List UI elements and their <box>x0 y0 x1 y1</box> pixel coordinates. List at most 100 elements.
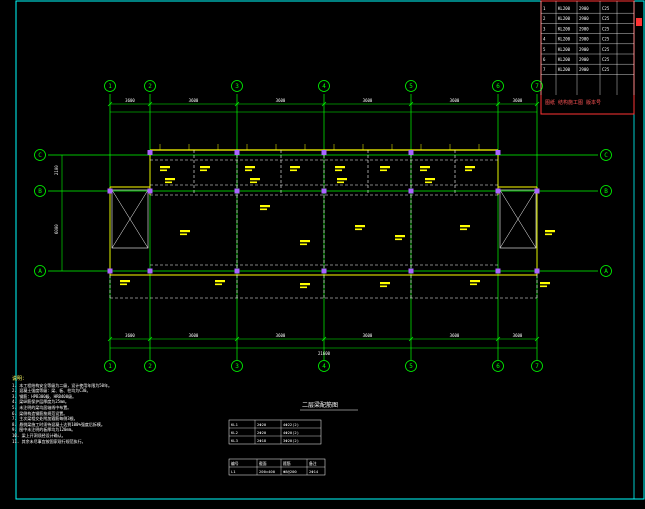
beam-annotation <box>245 166 255 169</box>
stair-well <box>499 189 537 249</box>
titleblock-stamp: 图纸 结构施工图 版本号 <box>545 100 602 106</box>
beam-annotation <box>120 280 130 283</box>
beam-annotation <box>300 243 307 246</box>
beam-annotation <box>380 282 390 285</box>
grid-label-A: A <box>38 268 42 275</box>
column <box>495 150 501 155</box>
titleblock-cell: 2900 <box>579 47 589 52</box>
column <box>147 150 153 155</box>
titleblock-cell: 4 <box>543 37 546 42</box>
beam-annotation <box>180 233 187 236</box>
titleblock-cell: C25 <box>602 26 610 31</box>
titleblock-cell: 2900 <box>579 6 589 11</box>
grid-layer <box>34 80 612 372</box>
note-item: 10. 梁上开洞须经设计确认。 <box>12 432 66 438</box>
beam-annotation <box>465 166 475 169</box>
column <box>234 188 240 194</box>
column <box>321 268 327 274</box>
grid-bubble-3 <box>231 360 243 372</box>
grid-label-7: 7 <box>535 363 539 370</box>
notes-list: 1. 本工程结构安全等级为二级，设计使用年限为50年。2. 混凝土强度等级：梁、… <box>12 383 202 445</box>
beam-annotation <box>460 225 470 228</box>
reinforcement-table-cell: KL2 <box>231 430 238 435</box>
grid-label-B: B <box>604 188 608 195</box>
beam-annotation <box>290 169 297 172</box>
beam-annotation <box>160 166 170 169</box>
titleblock-cell: KL200 <box>558 37 571 42</box>
beam-annotation <box>165 178 175 181</box>
reinforcement-table-cell: 4Φ22(2) <box>283 422 299 427</box>
dimension-text: 3600 <box>276 333 286 338</box>
grid-label-6: 6 <box>496 83 500 90</box>
dimension-tick <box>147 101 153 107</box>
grid-bubble-7 <box>531 360 543 372</box>
titleblock-cell: KL200 <box>558 6 571 11</box>
stair-cross <box>499 189 537 249</box>
grid-label-C: C <box>38 152 42 159</box>
beam-annotation <box>215 280 225 283</box>
grid-bubble-4 <box>318 80 330 92</box>
grid-label-C: C <box>604 152 608 159</box>
note-item: 4. 梁纵筋保护层厚度为25mm。 <box>12 399 69 405</box>
grid-label-2: 2 <box>148 363 152 370</box>
beam-annotation <box>380 169 387 172</box>
side-dimension-text: 2100 <box>54 165 59 175</box>
beam-annotation <box>250 181 257 184</box>
titleblock-cell: KL200 <box>558 57 571 62</box>
beam-annotation <box>395 235 405 238</box>
beam-annotation <box>355 225 365 228</box>
secondary-beam-table-cell: 截面 <box>259 461 267 466</box>
dimension-text: 3600 <box>450 98 460 103</box>
grid-label-6: 6 <box>496 363 500 370</box>
beam-annotation <box>337 178 347 181</box>
reinforcement-table-cell: KL1 <box>231 422 239 427</box>
grid-bubble-6 <box>492 360 504 372</box>
grid-label-5: 5 <box>409 83 413 90</box>
reinforcement-table-cell: 2Φ20 <box>257 422 267 427</box>
column <box>495 268 501 274</box>
note-item: 3. 钢筋：HPB300级、HRB400级。 <box>12 393 77 399</box>
column <box>534 268 540 274</box>
titleblock-cell: 1 <box>543 6 546 11</box>
dimension-tick <box>534 101 540 107</box>
note-item: 2. 混凝土强度等级：梁、板、柱均为C30。 <box>12 388 91 394</box>
grid-label-1: 1 <box>108 83 112 90</box>
secondary-beam-table-cell: Φ8@200 <box>283 469 297 474</box>
titleblock-cell: C25 <box>602 47 610 52</box>
titleblock-cell: C25 <box>602 16 610 21</box>
reinforcement-table-cell: KL3 <box>231 438 238 443</box>
dimension-tick <box>321 336 327 342</box>
grid-label-3: 3 <box>235 83 239 90</box>
beam-annotation <box>545 233 552 236</box>
column <box>234 268 240 274</box>
beam-annotation <box>120 283 127 286</box>
dimension-tick <box>408 101 414 107</box>
titleblock-cell: 2900 <box>579 26 589 31</box>
grid-bubble-B <box>34 185 46 197</box>
reinforcement-table-cell: 4Φ20(2) <box>283 430 299 435</box>
titleblock-cell: 2900 <box>579 37 589 42</box>
titleblock-cell: KL200 <box>558 26 571 31</box>
grid-label-3: 3 <box>235 363 239 370</box>
grid-label-4: 4 <box>322 363 326 370</box>
titleblock-cell: 2 <box>543 16 546 21</box>
grid-bubble-6 <box>492 80 504 92</box>
beam-annotation <box>470 283 477 286</box>
column <box>147 268 153 274</box>
titleblock-cell: C25 <box>602 67 610 72</box>
dimension-text: 3600 <box>363 98 373 103</box>
dimension-text: 3600 <box>189 98 199 103</box>
dimension-tick <box>234 101 240 107</box>
beam-annotation <box>540 285 547 288</box>
grid-label-A: A <box>604 268 608 275</box>
dimension-text: 3600 <box>125 98 135 103</box>
note-item: 9. 图中未注明的板厚均为120mm。 <box>12 427 76 433</box>
beam-annotation <box>470 280 480 283</box>
red-mark-icon <box>636 18 642 26</box>
dimension-tick <box>107 336 113 342</box>
column <box>234 150 240 155</box>
grid-label-5: 5 <box>409 363 413 370</box>
beam-annotation <box>420 166 430 169</box>
beam-annotation <box>460 228 467 231</box>
